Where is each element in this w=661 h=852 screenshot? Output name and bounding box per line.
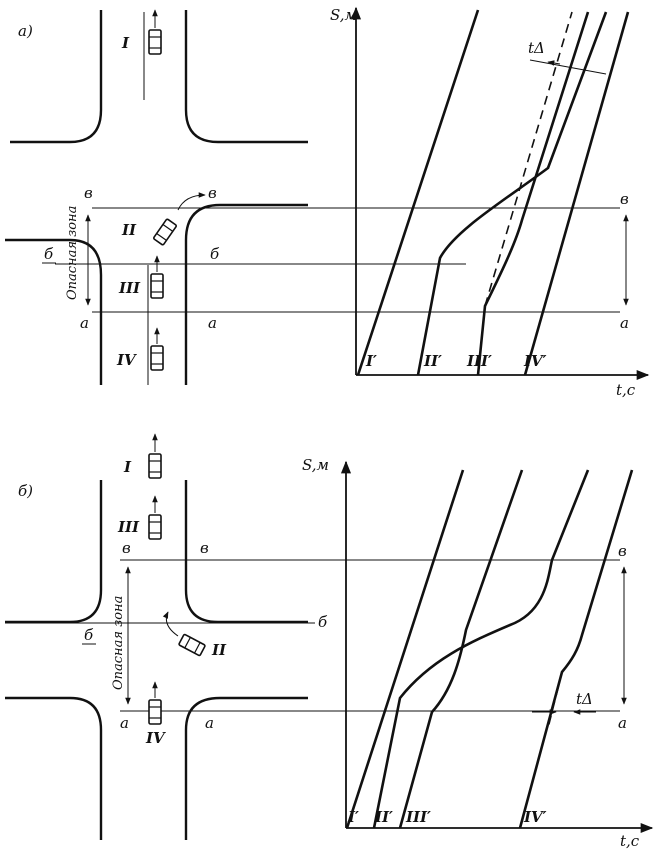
t-axis-label: t,c — [620, 832, 640, 850]
car-icon — [177, 633, 207, 657]
panel-a: а) в в б б а а Опасная зона — [5, 6, 650, 399]
car-icon — [150, 345, 164, 371]
gap-label: tΔ — [528, 39, 545, 57]
car-icon — [150, 273, 164, 299]
curve-II — [416, 11, 608, 376]
curve-label: IV′ — [523, 808, 547, 826]
curve-label: II′ — [374, 808, 393, 826]
line-a-label-left: а — [80, 314, 89, 332]
line-v-label: в — [208, 184, 217, 202]
car-label: III — [118, 279, 141, 297]
car-label: I — [121, 34, 130, 52]
graph-line-v-label: в — [620, 190, 629, 208]
line-b-label: б — [210, 245, 220, 263]
graph-line-a-label: а — [620, 314, 629, 332]
car-icon — [148, 514, 162, 540]
car-label: III — [117, 518, 140, 536]
curve-label: III′ — [405, 808, 431, 826]
car-label: I — [123, 458, 132, 476]
curve-IV — [523, 11, 630, 376]
panel-a-cars: I II III IV — [116, 9, 206, 371]
curve-label: I′ — [347, 808, 359, 826]
curve-III — [476, 11, 590, 376]
line-b-label: б — [318, 613, 328, 631]
car-icon — [152, 217, 178, 247]
curve-III-dashed — [484, 11, 573, 307]
danger-zone-label: Опасная зона — [65, 206, 80, 300]
curve-label: II′ — [423, 352, 442, 370]
panel-b-zone-lines: в в б б а а Опасная зона — [5, 539, 620, 732]
car-icon — [148, 453, 162, 479]
curve-II — [372, 469, 590, 829]
line-b-label-left: б — [44, 245, 54, 263]
curve-label: I′ — [365, 352, 377, 370]
car-label: II — [211, 641, 227, 659]
curve-IV — [518, 469, 634, 829]
graph-line-a-label: а — [618, 714, 627, 732]
panel-a-zone-lines: в в б б а а Опасная зона — [42, 184, 620, 332]
curve-I — [356, 9, 480, 376]
gap-label: tΔ — [576, 690, 593, 708]
line-a-label: а — [208, 314, 217, 332]
car-label: IV — [145, 729, 166, 747]
line-v-label-left: в — [122, 539, 131, 557]
panel-b: б) в в б б а а Опасная зона I — [5, 433, 654, 850]
line-a-label-left: а — [120, 714, 129, 732]
panel-b-label: б) — [18, 482, 33, 500]
panel-b-cars: I III II IV — [117, 433, 227, 747]
line-v-label: в — [200, 539, 209, 557]
curve-I — [345, 469, 465, 829]
car-label: II — [121, 221, 137, 239]
line-b-label-left: б — [84, 626, 94, 644]
panel-a-label: а) — [18, 22, 33, 40]
s-axis-label: S,м — [330, 6, 357, 24]
panel-b-graph: S,м t,c в а tΔ I′ II′ III′ IV′ — [302, 456, 654, 850]
panel-a-intersection — [5, 10, 308, 385]
graph-line-v-label: в — [618, 542, 627, 560]
car-icon — [148, 699, 162, 725]
panel-a-graph: S,м t,c в а tΔ I′ II′ III′ IV′ — [330, 6, 650, 399]
curve-label: IV′ — [523, 352, 547, 370]
curve-III — [398, 469, 524, 829]
car-label: IV — [116, 351, 137, 369]
s-axis-label: S,м — [302, 456, 329, 474]
curve-IV-dashed — [547, 671, 563, 729]
line-a-label: а — [205, 714, 214, 732]
curve-label: III′ — [466, 352, 492, 370]
panel-b-intersection — [5, 480, 308, 840]
danger-zone-label: Опасная зона — [111, 596, 126, 690]
line-v-label-left: в — [84, 184, 93, 202]
t-axis-label: t,c — [616, 381, 636, 399]
car-icon — [148, 29, 162, 55]
